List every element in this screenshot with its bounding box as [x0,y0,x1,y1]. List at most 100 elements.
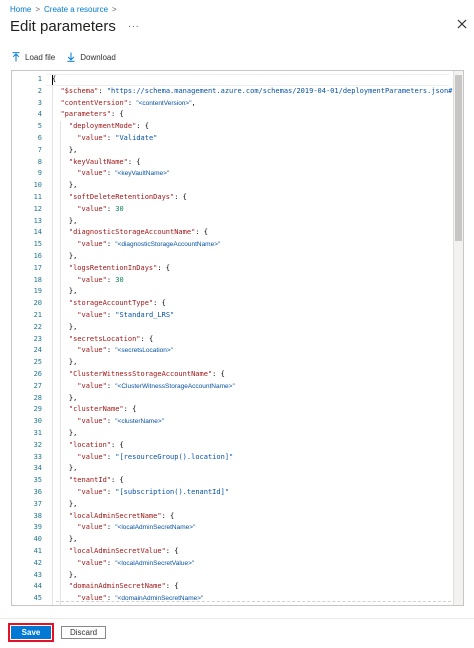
code-line: }, [52,499,77,511]
code-line: }, [52,570,77,582]
code-token: "localAdminSecretName" [68,511,162,520]
code-token [52,134,77,142]
code-token: : [106,311,116,319]
code-token: "value" [77,346,107,355]
code-token [52,299,69,307]
code-line: "value": "<secretsLocation>" [52,345,173,357]
line-number: 28 [33,393,42,402]
code-token [52,382,77,390]
code-token: }, [52,252,78,260]
code-token: }, [52,570,78,579]
code-line: "secretsLocation": { [52,334,153,346]
code-line: }, [52,428,77,440]
line-number: 13 [33,216,42,225]
vertical-scrollbar[interactable] [453,71,463,605]
code-token: : [106,523,116,532]
line-number: 42 [33,558,42,567]
line-number: 17 [33,263,42,272]
line-number: 4 [37,110,42,119]
code-line: "$schema": "https://schema.management.az… [52,86,460,98]
indent-guide [52,85,53,605]
line-number: 37 [33,499,42,508]
editor-bottom-guide [56,601,456,603]
breadcrumb-home[interactable]: Home [10,4,32,14]
indent-guide [60,121,61,605]
code-token: "value" [77,558,107,567]
code-token [52,311,77,319]
chevron-right-icon: > [112,4,117,14]
load-file-label: Load file [25,52,56,62]
code-token: "value" [77,488,107,496]
code-token [52,264,69,272]
code-token [52,547,69,555]
text-cursor [52,75,53,85]
code-token: "value" [77,204,107,213]
line-number: 20 [33,299,42,308]
code-line: "value": 30 [52,204,123,216]
save-button-highlight: Save [8,623,54,642]
line-number: 38 [33,511,42,520]
footer-bar [0,618,474,648]
code-token: "clusterName" [68,405,124,414]
code-line: }, [52,180,77,192]
discard-button[interactable]: Discard [61,626,106,639]
code-line: "diagnosticStorageAccountName": { [52,227,208,239]
code-line: "ClusterWitnessStorageAccountName": { [52,369,225,381]
code-line: "tenantId": { [52,475,124,487]
code-token: "value" [77,523,107,532]
code-token [52,193,69,201]
scrollbar-thumb[interactable] [455,75,462,241]
code-token: : [106,169,116,178]
code-token: : [106,275,116,284]
code-token: "ClusterWitnessStorageAccountName" [68,370,213,378]
download-button[interactable]: Download [67,52,116,62]
code-token: : [106,204,116,213]
line-number: 19 [33,287,42,296]
breadcrumb-create-resource[interactable]: Create a resource [44,4,109,14]
line-number: 1 [37,75,42,83]
line-number: 30 [33,417,42,426]
code-token: "<domainAdminSecretName>" [115,595,204,603]
code-line: "value": "Standard_LRS" [52,310,174,322]
save-button[interactable]: Save [11,626,51,639]
close-icon[interactable] [455,17,469,31]
code-token: "diagnosticStorageAccountName" [68,228,196,237]
code-token: "<localAdminSecretName>" [115,524,196,532]
code-line: }, [52,605,77,606]
code-token [52,582,69,590]
code-token: }, [52,181,78,190]
code-token: "deploymentMode" [68,122,137,131]
code-line: "value": "<ClusterWitnessStorageAccountN… [52,381,234,393]
code-token: : [127,98,137,107]
code-line: "contentVersion": "<contentVersion>", [52,98,196,110]
code-token: "logsRetentionInDays" [68,263,158,272]
code-token: }, [52,535,78,544]
chevron-right-icon: > [35,4,41,14]
code-line: }, [52,534,77,546]
code-token: "keyVaultName" [68,157,128,166]
code-line: }, [52,145,77,157]
code-token: }, [52,429,78,437]
code-token: "<clusterName>" [115,418,164,426]
code-token: "Validate" [115,134,158,142]
code-token: , [191,98,196,107]
code-line: "clusterName": { [52,404,136,416]
line-number: 2 [37,86,42,95]
code-token: "https://schema.management.azure.com/sch… [106,86,457,95]
download-label: Download [80,52,116,62]
line-number: 18 [33,275,42,284]
load-file-button[interactable]: Load file [12,52,55,62]
code-line: "value": "<localAdminSecretValue>" [52,558,194,570]
code-area[interactable]: { "$schema": "https://schema.management.… [46,71,461,606]
line-number: 15 [33,240,42,249]
code-token: : { [165,582,179,591]
code-token: "<diagnosticStorageAccountName>" [115,241,221,249]
code-line: "value": "<localAdminSecretName>" [52,522,195,534]
code-token [52,346,77,354]
code-token [52,441,69,449]
code-token [52,488,77,496]
more-options-button[interactable]: ··· [127,20,140,32]
current-line-highlight [46,74,449,86]
